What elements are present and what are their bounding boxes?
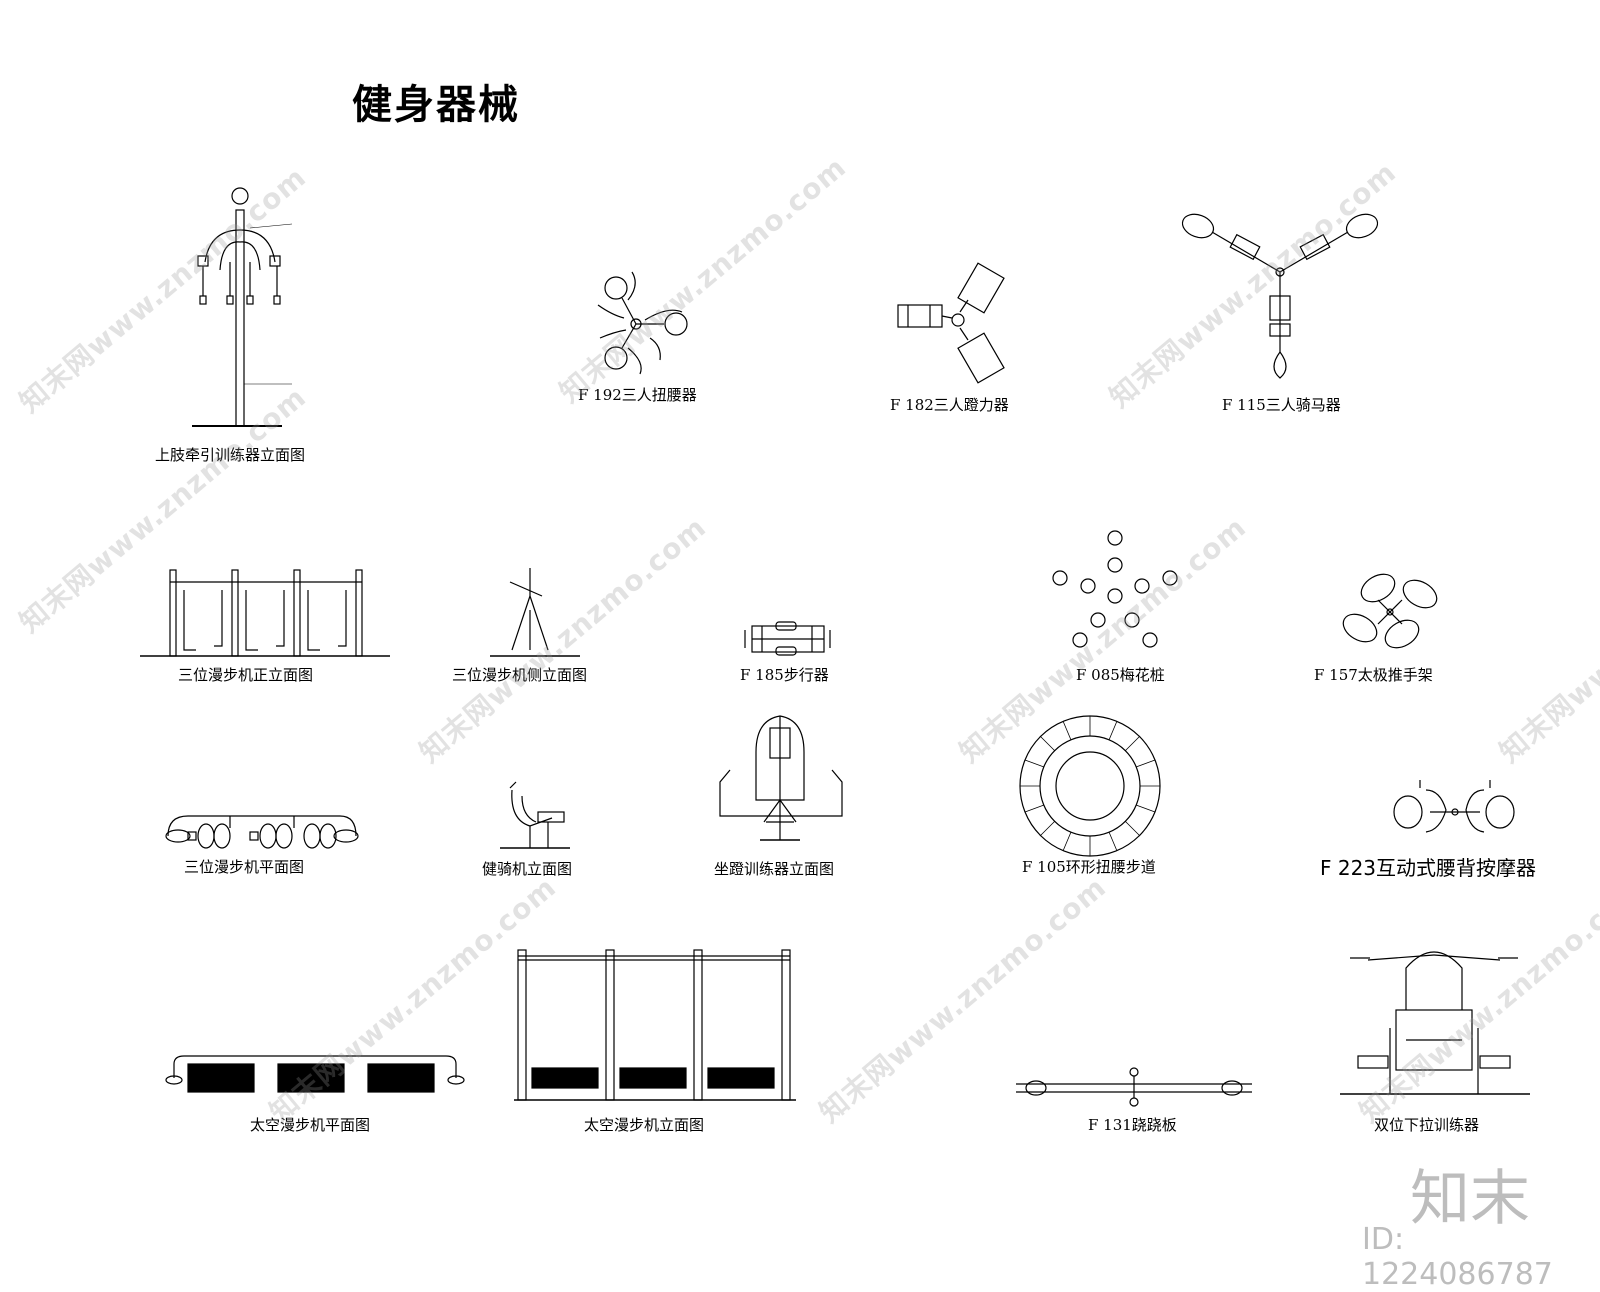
label-upper-limb: 上肢牵引训练器立面图 bbox=[155, 446, 306, 464]
seated-trainer-drawing bbox=[719, 715, 843, 841]
walker-side-drawing bbox=[490, 568, 580, 657]
seesaw-131-drawing bbox=[1016, 1067, 1252, 1107]
space-walker-elevation-drawing bbox=[514, 949, 796, 1101]
space-walker-plan-drawing bbox=[165, 1055, 465, 1093]
label-massager-223: F 223互动式腰背按摩器 bbox=[1320, 856, 1537, 880]
page-title: 健身器械 bbox=[352, 82, 520, 128]
image-id: ID: 1224086787 bbox=[1362, 1222, 1553, 1292]
twist-waist-192-drawing bbox=[597, 271, 688, 375]
upper-limb-trainer-drawing bbox=[192, 187, 293, 427]
label-walker-front: 三位漫步机正立面图 bbox=[178, 666, 314, 684]
label-twist-192: F 192三人扭腰器 bbox=[578, 386, 697, 404]
label-plum-085: F 085梅花桩 bbox=[1076, 666, 1165, 684]
stepper-185-drawing bbox=[744, 621, 831, 656]
pulldown-drawing bbox=[1340, 951, 1530, 1095]
plum-posts-085-drawing bbox=[1052, 530, 1178, 648]
label-space-walker-elevation: 太空漫步机立面图 bbox=[584, 1116, 705, 1134]
walker-front-drawing bbox=[140, 569, 390, 657]
walker-plan-drawing bbox=[165, 815, 359, 849]
label-taichi-157: F 157太极推手架 bbox=[1314, 666, 1433, 684]
bike-elevation-drawing bbox=[500, 781, 570, 849]
label-seated-trainer: 坐蹬训练器立面图 bbox=[714, 860, 835, 878]
label-bike-115: F 115三人骑马器 bbox=[1222, 396, 1341, 414]
label-dumbbell-182: F 182三人蹬力器 bbox=[890, 396, 1009, 414]
label-pulldown: 双位下拉训练器 bbox=[1374, 1116, 1480, 1134]
label-walker-side: 三位漫步机侧立面图 bbox=[452, 666, 588, 684]
label-stepper-185: F 185步行器 bbox=[740, 666, 829, 684]
label-seesaw-131: F 131跷跷板 bbox=[1088, 1116, 1177, 1134]
horse-rider-115-drawing bbox=[1181, 213, 1379, 379]
ring-path-105-drawing bbox=[1019, 715, 1161, 857]
label-bike-elevation: 健骑机立面图 bbox=[482, 860, 573, 878]
label-space-walker-plan: 太空漫步机平面图 bbox=[250, 1116, 371, 1134]
taichi-157-drawing bbox=[1342, 573, 1438, 649]
label-walker-plan: 三位漫步机平面图 bbox=[184, 858, 305, 876]
massager-223-drawing bbox=[1393, 780, 1515, 833]
brand-logo: 知末 bbox=[1410, 1164, 1530, 1234]
label-ring-path-105: F 105环形扭腰步道 bbox=[1022, 858, 1156, 876]
leg-press-182-drawing bbox=[897, 262, 1005, 384]
